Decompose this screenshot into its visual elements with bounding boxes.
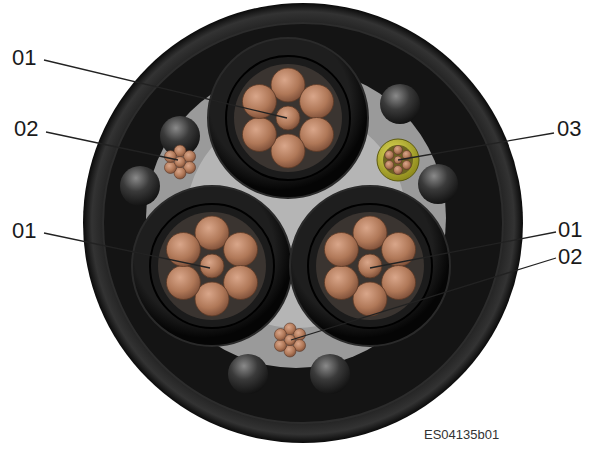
copper-strand — [242, 118, 276, 152]
copper-strand — [285, 335, 296, 346]
power-core — [132, 186, 292, 346]
leader-line — [370, 232, 556, 268]
copper-strand — [382, 233, 416, 267]
inner-jacket — [103, 23, 503, 423]
figure-code: ES04135b01 — [424, 428, 499, 441]
filler-rod — [310, 354, 350, 394]
callout-number: 01 — [12, 220, 36, 242]
copper-strand — [385, 161, 394, 170]
copper-strand — [324, 233, 358, 267]
core-sheath — [290, 186, 450, 346]
copper-strand — [166, 266, 200, 300]
signal-conductor — [274, 323, 305, 357]
copper-strand — [175, 157, 186, 168]
copper-strand — [276, 106, 300, 130]
outer-jacket — [83, 3, 523, 443]
core-insulation — [308, 204, 432, 328]
signal-conductor — [164, 145, 195, 179]
filler-rod — [120, 166, 160, 206]
callout-number: 01 — [12, 47, 36, 69]
filler-rod — [160, 116, 200, 156]
copper-strand — [324, 266, 358, 300]
copper-strand — [385, 151, 394, 160]
copper-strand — [300, 85, 334, 119]
copper-strand — [224, 233, 258, 267]
leader-line — [44, 60, 287, 118]
copper-strand — [166, 233, 200, 267]
core-insulation — [226, 56, 350, 180]
callout-number: 02 — [558, 246, 582, 268]
copper-strand — [242, 85, 276, 119]
leader-lines — [44, 60, 556, 340]
filler-rod — [380, 84, 420, 124]
leader-line — [44, 233, 210, 268]
leader-line — [46, 132, 178, 160]
filler-rod — [418, 164, 458, 204]
core-insulation — [150, 204, 274, 328]
core-bed — [234, 64, 342, 172]
callout-number: 02 — [14, 118, 38, 140]
core-sheath — [132, 186, 292, 346]
core-bed — [158, 212, 266, 320]
leader-line — [398, 133, 554, 160]
leader-line — [291, 258, 556, 340]
power-core — [290, 186, 450, 346]
callout-number: 03 — [557, 118, 581, 140]
filler-rod — [228, 354, 268, 394]
callout-number: 01 — [558, 219, 582, 241]
copper-strand — [402, 161, 411, 170]
copper-strand — [394, 146, 403, 155]
copper-strand — [394, 166, 403, 175]
power-core — [208, 38, 368, 198]
core-sheath — [208, 38, 368, 198]
